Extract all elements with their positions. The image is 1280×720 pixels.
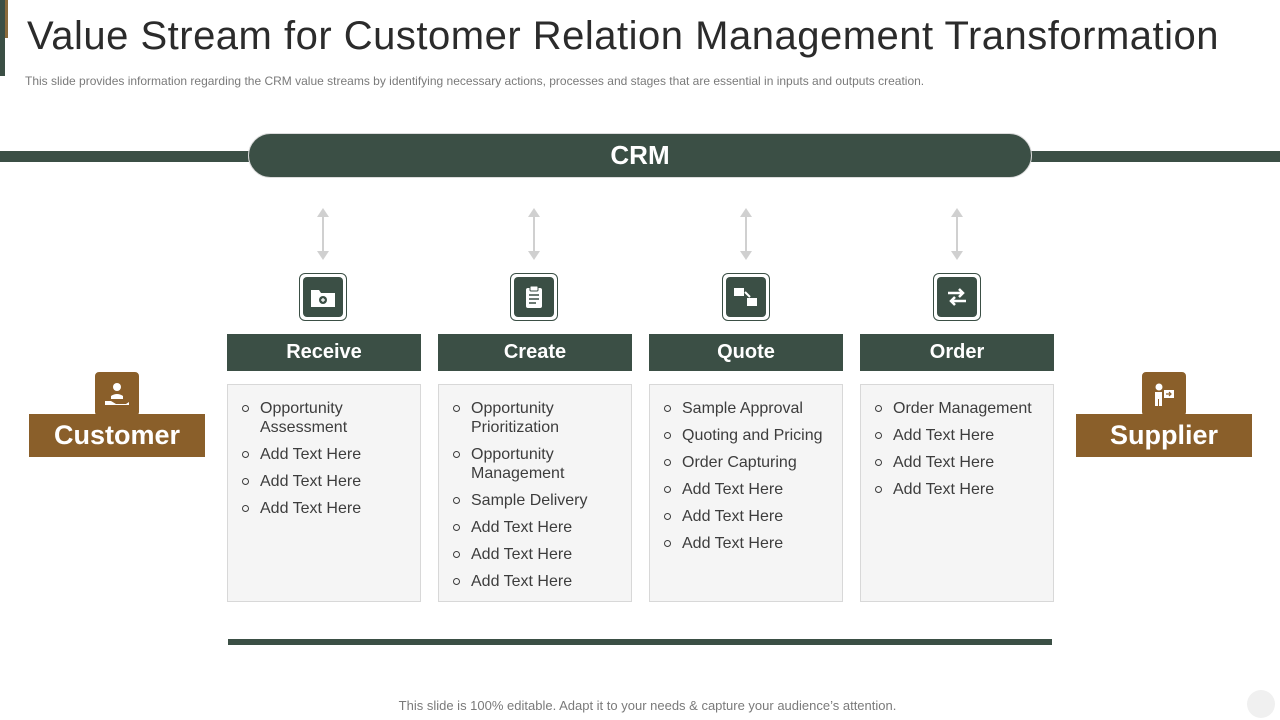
list-item: Add Text Here xyxy=(875,453,1045,472)
exchange-icon xyxy=(933,273,981,321)
list-item: Add Text Here xyxy=(875,480,1045,499)
customer-label: Customer xyxy=(29,414,205,457)
page-title: Value Stream for Customer Relation Manag… xyxy=(27,14,1220,58)
footer-note: This slide is 100% editable. Adapt it to… xyxy=(398,698,897,713)
title-accent-mark xyxy=(5,0,8,38)
list-item: Order Capturing xyxy=(664,453,834,472)
list-item: Add Text Here xyxy=(875,426,1045,445)
stage-header-create: Create xyxy=(438,334,632,371)
list-item: Add Text Here xyxy=(242,472,412,491)
customer-handshake-icon xyxy=(93,370,141,418)
list-item: Add Text Here xyxy=(664,534,834,553)
list-item: Sample Delivery xyxy=(453,491,623,510)
list-item: Add Text Here xyxy=(242,445,412,464)
stage-box-create: Opportunity Prioritization Opportunity M… xyxy=(438,384,632,602)
stage-box-receive: Opportunity Assessment Add Text Here Add… xyxy=(227,384,421,602)
stage-header-receive: Receive xyxy=(227,334,421,371)
supplier-label: Supplier xyxy=(1076,414,1252,457)
corner-decoration xyxy=(1247,690,1275,718)
list-item: Add Text Here xyxy=(242,499,412,518)
list-item: Order Management xyxy=(875,399,1045,418)
list-item: Add Text Here xyxy=(453,545,623,564)
double-arrow-icon xyxy=(528,208,540,260)
list-item: Opportunity Prioritization xyxy=(453,399,623,437)
list-item: Add Text Here xyxy=(664,480,834,499)
clipboard-icon xyxy=(510,273,558,321)
list-item: Sample Approval xyxy=(664,399,834,418)
list-item: Opportunity Assessment xyxy=(242,399,412,437)
stage-box-quote: Sample Approval Quoting and Pricing Orde… xyxy=(649,384,843,602)
page-subtitle: This slide provides information regardin… xyxy=(25,74,925,88)
quote-icon xyxy=(722,273,770,321)
list-item: Add Text Here xyxy=(453,518,623,537)
stage-box-order: Order Management Add Text Here Add Text … xyxy=(860,384,1054,602)
bottom-divider xyxy=(228,639,1052,645)
supplier-person-icon xyxy=(1140,370,1188,418)
folder-icon xyxy=(299,273,347,321)
double-arrow-icon xyxy=(740,208,752,260)
double-arrow-icon xyxy=(951,208,963,260)
crm-banner: CRM xyxy=(248,133,1032,178)
double-arrow-icon xyxy=(317,208,329,260)
list-item: Opportunity Management xyxy=(453,445,623,483)
list-item: Quoting and Pricing xyxy=(664,426,834,445)
list-item: Add Text Here xyxy=(664,507,834,526)
stage-header-quote: Quote xyxy=(649,334,843,371)
title-accent-bar xyxy=(0,0,5,76)
list-item: Add Text Here xyxy=(453,572,623,591)
stage-header-order: Order xyxy=(860,334,1054,371)
